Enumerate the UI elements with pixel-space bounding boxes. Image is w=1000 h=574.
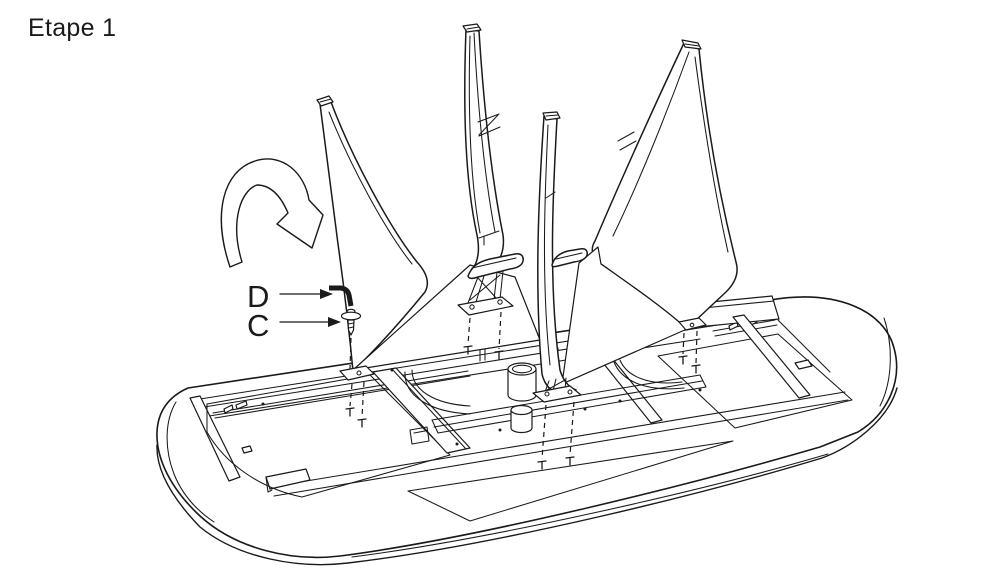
latch-bracket	[409, 426, 430, 445]
right-end-inner-curve	[879, 317, 891, 407]
tabletop-thickness-edge	[156, 387, 898, 566]
right-arc-stretcher	[613, 359, 685, 390]
screw-icon	[340, 308, 362, 336]
guide-dashes	[349, 311, 698, 460]
left-apron-end	[189, 395, 241, 482]
bracket-left	[467, 270, 504, 304]
mounting-plate-4	[678, 317, 707, 331]
leg-assembly	[316, 23, 738, 395]
front-apron-left-cap-face	[265, 476, 273, 493]
bracket-right	[544, 377, 567, 393]
foot-glide-right-line	[555, 252, 583, 260]
small-screws	[345, 345, 701, 470]
callout-c	[279, 308, 362, 336]
allen-key-icon	[329, 285, 354, 307]
callout-d	[279, 285, 354, 307]
front-apron-left-cap	[265, 468, 311, 490]
right-leaf-panel	[657, 333, 853, 429]
leg-tip-caps	[316, 23, 702, 121]
left-leaf-panel	[206, 374, 451, 498]
foot-glide-right	[551, 248, 588, 268]
crank-housing	[507, 362, 537, 434]
left-panel-clip	[241, 445, 253, 454]
center-channel	[431, 374, 707, 434]
table-frame	[189, 295, 853, 498]
callout-label-c: C	[247, 308, 270, 343]
plate-3-hole-b	[567, 389, 573, 395]
cross-rail-wide	[372, 367, 471, 454]
leg-blade-tall-left-rungs	[477, 113, 501, 246]
leg-web-left	[352, 264, 541, 371]
left-strip-stops	[223, 400, 248, 414]
front-apron-rail	[269, 391, 849, 497]
cross-rail-wide-line	[391, 368, 467, 450]
tabletop-thickness-line	[351, 453, 829, 558]
tabletop-outline	[156, 296, 898, 559]
plate-3-hole-a	[544, 391, 550, 397]
front-bevel-facet	[407, 440, 734, 522]
plate-2-hole-a	[469, 304, 475, 310]
left-slide-strip	[212, 370, 471, 419]
callout-arrowhead-c	[328, 317, 341, 327]
leg-blade-right-inner-lines	[612, 51, 729, 253]
left-end-inner-curve	[166, 401, 215, 523]
table-top	[156, 296, 898, 566]
right-panel-clip	[794, 359, 813, 370]
plate-2-hole-b	[497, 299, 503, 305]
leg-blade-left-outer	[319, 101, 429, 372]
leg-blade-tall-right-inner	[543, 124, 556, 366]
mounting-plate-3	[532, 385, 582, 403]
plate-4-hole	[689, 322, 695, 328]
mounting-hardware	[339, 270, 707, 403]
rotation-arrow-icon	[220, 158, 324, 268]
frame-posts	[479, 347, 559, 362]
screw-guides	[345, 311, 701, 470]
callout-arrowhead-d	[320, 289, 333, 299]
plate-1-hole	[356, 370, 362, 376]
leg-blade-right-rung	[617, 131, 637, 151]
foot-glide-left-line	[471, 257, 517, 269]
callout-label-d: D	[247, 279, 270, 314]
mounting-plate-2	[457, 296, 514, 316]
leg-blade-left-inner-line	[328, 111, 413, 265]
cross-rail-right	[732, 314, 811, 399]
left-arc-stretcher	[404, 369, 471, 415]
leg-blade-tall-left-inner	[468, 32, 496, 234]
step-title: Etape 1	[28, 14, 117, 42]
